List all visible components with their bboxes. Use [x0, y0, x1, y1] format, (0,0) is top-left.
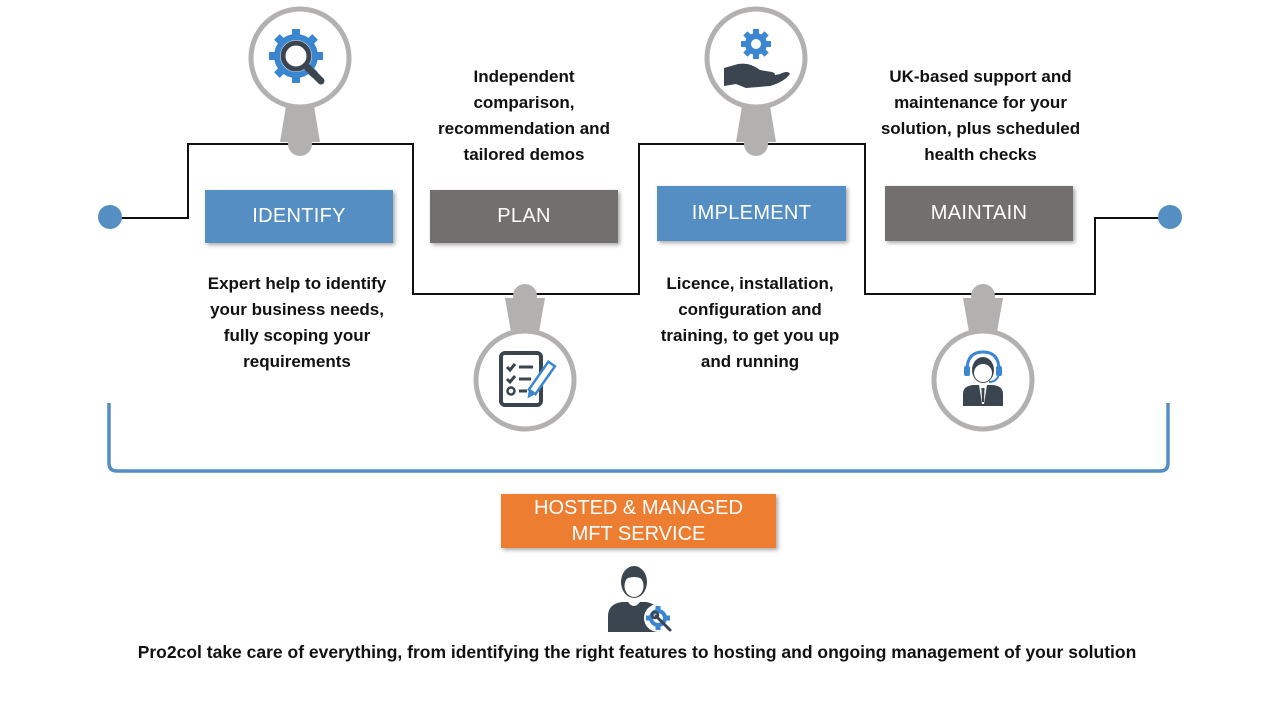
hosted-line-2: MFT SERVICE	[571, 523, 706, 545]
hosted-managed-service-box: HOSTED & MANAGED MFT SERVICE	[501, 494, 776, 548]
identify-description: Expert help to identify your business ne…	[207, 274, 387, 371]
bracket	[107, 403, 1170, 473]
stage-maintain: MAINTAIN	[885, 186, 1073, 241]
stage-identify-label: IDENTIFY	[252, 205, 346, 227]
search-gear-icon	[269, 29, 325, 85]
end-dot	[1158, 205, 1182, 229]
plan-description: Independent comparison, recommendation a…	[438, 67, 610, 164]
maintain-pin	[931, 284, 1035, 432]
implement-pin	[704, 6, 808, 156]
checklist-pencil-icon	[499, 351, 557, 407]
start-dot	[98, 205, 122, 229]
process-line	[110, 143, 1170, 295]
stage-implement: IMPLEMENT	[657, 186, 846, 241]
implement-description: Licence, installation, configuration and…	[660, 274, 840, 371]
stage-implement-label: IMPLEMENT	[691, 202, 812, 224]
identify-pin	[248, 6, 352, 156]
stage-plan: PLAN	[430, 190, 618, 243]
support-agent-icon	[963, 350, 1003, 406]
stage-plan-label: PLAN	[497, 205, 551, 227]
hosted-line-1: HOSTED & MANAGED	[534, 497, 743, 519]
footer-summary: Pro2col take care of everything, from id…	[137, 642, 1137, 662]
plan-pin	[473, 284, 577, 432]
stage-maintain-label: MAINTAIN	[930, 202, 1028, 224]
maintain-description: UK-based support and maintenance for you…	[880, 67, 1081, 164]
user-gear-icon	[608, 566, 672, 632]
stage-identify: IDENTIFY	[205, 190, 393, 243]
